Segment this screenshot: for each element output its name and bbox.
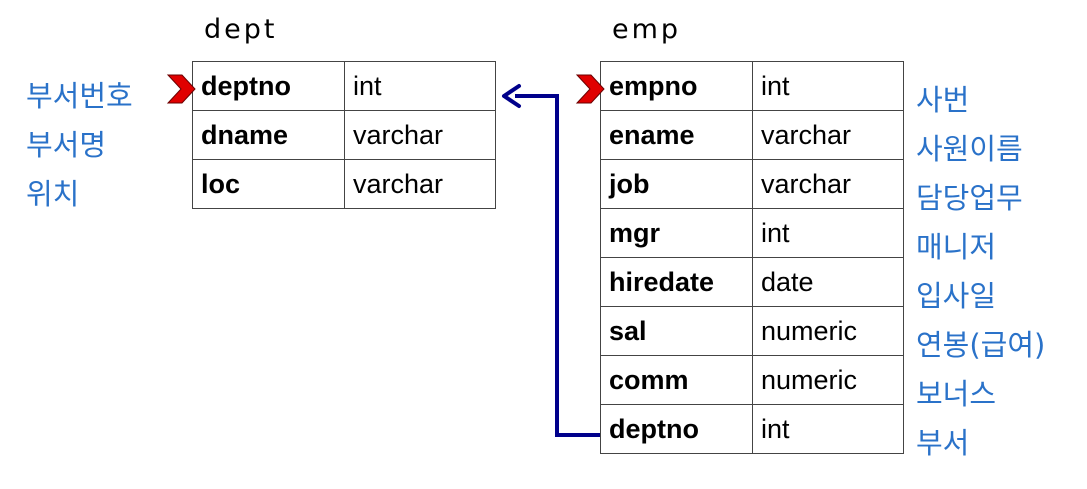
emp-col-name-job: job — [600, 159, 753, 209]
emp-desc-ename: 사원이름 — [916, 132, 1023, 166]
table-row: deptno int — [600, 404, 904, 454]
table-row: mgr int — [600, 208, 904, 258]
emp-desc-hiredate: 입사일 — [916, 279, 997, 313]
dept-desc-loc: 위치 — [26, 177, 80, 211]
emp-col-type-deptno: int — [752, 404, 904, 454]
table-row: deptno int — [192, 61, 496, 111]
emp-col-name-mgr: mgr — [600, 208, 753, 258]
dept-desc-dname: 부서명 — [26, 128, 107, 162]
emp-desc-sal: 연봉(급여) — [916, 328, 1046, 362]
emp-descriptions: 사번 사원이름 담당업무 매니저 입사일 연봉(급여) 보너스 부서 — [916, 76, 1045, 468]
dept-col-type-deptno: int — [344, 61, 496, 111]
dept-col-type-loc: varchar — [344, 159, 496, 209]
dept-descriptions: 부서번호 부서명 위치 — [26, 72, 133, 219]
emp-desc-comm: 보너스 — [916, 377, 997, 411]
dept-desc-deptno: 부서번호 — [26, 79, 133, 113]
dept-col-name-deptno: deptno — [192, 61, 345, 111]
foreign-key-relation-line — [515, 94, 600, 437]
emp-col-name-hiredate: hiredate — [600, 257, 753, 307]
dept-table-title: dept — [204, 14, 278, 45]
emp-desc-empno: 사번 — [916, 83, 970, 117]
emp-col-type-hiredate: date — [752, 257, 904, 307]
table-row: loc varchar — [192, 159, 496, 209]
emp-col-name-deptno: deptno — [600, 404, 753, 454]
table-row: sal numeric — [600, 306, 904, 356]
emp-col-type-empno: int — [752, 61, 904, 111]
emp-col-type-job: varchar — [752, 159, 904, 209]
dept-table: deptno int dname varchar loc varchar — [192, 61, 496, 209]
emp-table-title: emp — [612, 14, 682, 45]
emp-col-type-ename: varchar — [752, 110, 904, 160]
emp-col-type-comm: numeric — [752, 355, 904, 405]
primary-key-marker-icon — [575, 74, 605, 104]
emp-col-type-sal: numeric — [752, 306, 904, 356]
emp-desc-deptno: 부서 — [916, 426, 970, 460]
emp-col-type-mgr: int — [752, 208, 904, 258]
table-row: job varchar — [600, 159, 904, 209]
table-row: hiredate date — [600, 257, 904, 307]
emp-col-name-sal: sal — [600, 306, 753, 356]
emp-desc-mgr: 매니저 — [916, 230, 997, 264]
emp-table: empno int ename varchar job varchar mgr … — [600, 61, 904, 454]
primary-key-marker-icon — [166, 74, 196, 104]
emp-desc-job: 담당업무 — [916, 181, 1023, 215]
arrow-head-icon — [502, 84, 521, 108]
